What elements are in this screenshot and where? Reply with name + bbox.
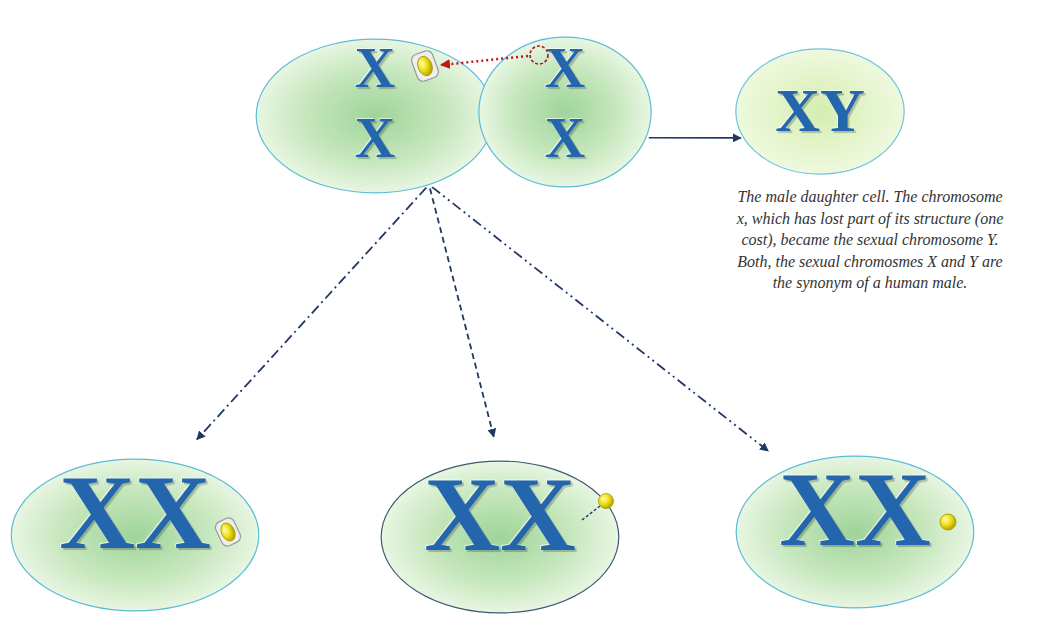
chromosome-fragment <box>213 516 242 548</box>
division-arrow <box>430 189 494 437</box>
chromosome-label: X <box>545 40 585 96</box>
dividing-cell-lobe: XX <box>478 36 652 188</box>
cell-membrane <box>381 461 619 613</box>
chromosome-label: X <box>355 40 395 96</box>
cell-membrane <box>736 456 974 608</box>
chromosome-label: X <box>355 110 395 166</box>
cell-membrane <box>479 37 651 187</box>
chromosome-fragment <box>599 494 614 509</box>
fragment-link <box>582 506 600 520</box>
transfer-arrow <box>441 56 528 65</box>
female-daughter-cell: XX <box>735 455 975 609</box>
division-arrow <box>197 188 426 440</box>
division-arrow <box>649 137 741 139</box>
cell-membrane <box>11 459 259 611</box>
male-daughter-cell: XY <box>735 48 905 175</box>
note-text: The male daughter cell. The chromosome x… <box>735 186 1005 294</box>
chromosome-label: XX <box>59 460 211 565</box>
female-daughter-cell: XX <box>380 460 620 614</box>
cell-membrane <box>736 49 904 174</box>
division-arrow <box>432 187 768 451</box>
chromosome-label: XX <box>424 462 576 567</box>
chromosome-fragment <box>940 514 956 530</box>
dividing-cell-lobe: XX <box>255 38 495 194</box>
chromosome-fragment <box>410 49 440 83</box>
chromosome-label: XX <box>779 457 931 562</box>
chromosome-label: X <box>545 110 585 166</box>
chromosome-label: XY <box>775 79 865 141</box>
cut-marker <box>530 46 548 64</box>
